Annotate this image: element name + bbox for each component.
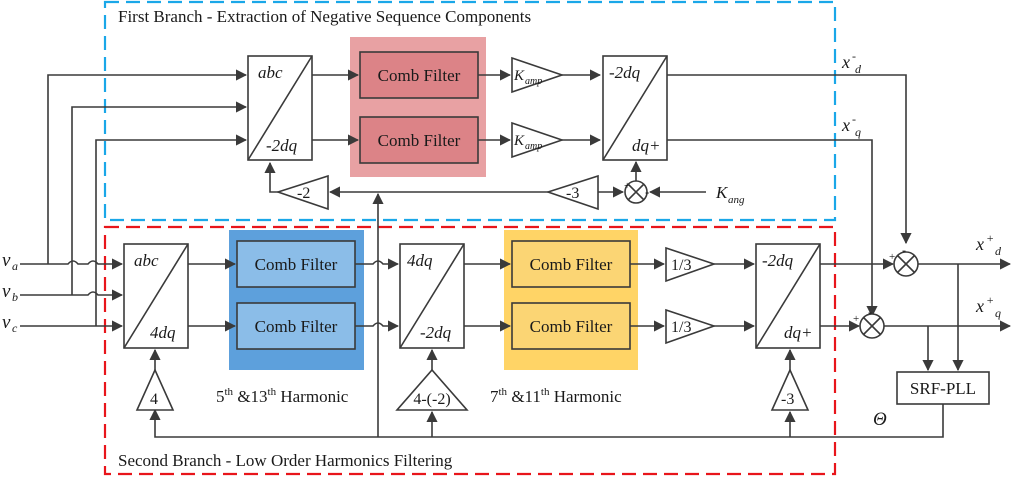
svg-text:c: c: [12, 321, 18, 335]
svg-text:x: x: [841, 52, 850, 72]
svg-text:d: d: [855, 62, 862, 76]
transform-abc-neg2dq: abc -2dq: [247, 55, 313, 161]
summing-junction-q: - +: [853, 305, 885, 339]
transform-abc-4dq: abc 4dq: [123, 243, 189, 349]
svg-text:Comb Filter: Comb Filter: [530, 317, 613, 336]
svg-text:+: +: [889, 251, 895, 263]
svg-text:v: v: [2, 312, 11, 333]
svg-text:a: a: [12, 259, 18, 273]
gain-neg3-second: -3: [770, 368, 810, 411]
svg-text:dq+: dq+: [632, 136, 660, 155]
comb-filter-red-2: Comb Filter: [359, 116, 479, 164]
transform-4dq-neg2dq: 4dq -2dq: [399, 243, 465, 349]
harmonic-label-7-11: 7th &11th Harmonic: [490, 386, 622, 406]
summing-junction-angle: + -: [624, 180, 649, 204]
svg-text:1/3: 1/3: [671, 319, 691, 336]
svg-text:-2dq: -2dq: [266, 136, 298, 155]
svg-text:ang: ang: [728, 194, 745, 206]
svg-text:+: +: [853, 313, 859, 325]
svg-text:v: v: [2, 281, 11, 302]
svg-text:abc: abc: [134, 251, 159, 270]
svg-text:x: x: [975, 296, 984, 316]
svg-text:Comb Filter: Comb Filter: [255, 317, 338, 336]
svg-text:4dq: 4dq: [407, 251, 433, 270]
svg-text:-2dq: -2dq: [420, 323, 452, 342]
output-pos-d: x + d: [975, 231, 1002, 258]
svg-text:-2: -2: [297, 185, 310, 202]
harmonic-label-5-13: 5th &13th Harmonic: [216, 386, 349, 406]
svg-text:4-(-2): 4-(-2): [413, 391, 450, 408]
gain-neg2: -2: [275, 174, 329, 211]
gain-kamp-2: K amp: [511, 121, 565, 159]
comb-filter-blue-1: Comb Filter: [236, 240, 356, 288]
first-branch-border: [103, 0, 837, 222]
gain-4: 4: [135, 368, 175, 411]
comb-filter-red-1: Comb Filter: [359, 51, 479, 99]
svg-text:q: q: [995, 306, 1001, 320]
svg-text:K: K: [513, 133, 525, 149]
svg-text:Comb Filter: Comb Filter: [378, 66, 461, 85]
comb-filter-yellow-2: Comb Filter: [511, 302, 631, 350]
output-neg-q: x - q: [841, 112, 861, 139]
gain-4-minus-neg2: 4-(-2): [395, 368, 469, 411]
svg-text:+: +: [986, 293, 994, 307]
gain-kamp-1: K amp: [511, 56, 565, 94]
svg-text:Comb Filter: Comb Filter: [378, 131, 461, 150]
summing-junction-d: - +: [889, 243, 919, 277]
svg-text:abc: abc: [258, 63, 283, 82]
svg-text:K: K: [513, 68, 525, 84]
svg-text:5th &13th Harmonic: 5th &13th Harmonic: [216, 386, 349, 406]
output-pos-q: x + q: [975, 293, 1001, 320]
comb-filter-yellow-1: Comb Filter: [511, 240, 631, 288]
svg-text:SRF-PLL: SRF-PLL: [910, 379, 976, 398]
svg-text:-3: -3: [566, 185, 579, 202]
svg-text:-: -: [902, 243, 906, 257]
svg-text:7th &11th Harmonic: 7th &11th Harmonic: [490, 386, 622, 406]
transform-neg2dq-dqplus: -2dq dq+: [602, 55, 668, 161]
kang-input: K ang: [715, 183, 745, 206]
input-wiring: [20, 69, 248, 332]
second-branch-title: Second Branch - Low Order Harmonics Filt…: [118, 451, 453, 470]
svg-text:amp: amp: [525, 76, 542, 87]
svg-text:-: -: [852, 112, 856, 126]
theta-label: Θ: [873, 409, 887, 430]
svg-text:-2dq: -2dq: [762, 251, 794, 270]
svg-text:K: K: [715, 183, 729, 202]
svg-text:v: v: [2, 250, 11, 271]
svg-text:+: +: [624, 180, 630, 192]
svg-text:b: b: [12, 290, 18, 304]
second-branch-border: [103, 225, 837, 476]
gain-one-third-1: 1/3: [665, 246, 717, 283]
svg-text:-: -: [645, 184, 649, 199]
svg-text:4: 4: [150, 391, 158, 408]
svg-text:x: x: [975, 234, 984, 254]
svg-text:x: x: [841, 115, 850, 135]
output-neg-d: x - d: [841, 49, 862, 76]
transform-neg2dq-dqplus-2: -2dq dq+: [755, 243, 821, 349]
svg-text:-3: -3: [781, 391, 794, 408]
svg-text:Comb Filter: Comb Filter: [530, 255, 613, 274]
svg-text:-2dq: -2dq: [609, 63, 641, 82]
svg-text:+: +: [986, 231, 994, 245]
svg-text:Comb Filter: Comb Filter: [255, 255, 338, 274]
svg-text:d: d: [995, 244, 1002, 258]
svg-text:1/3: 1/3: [671, 257, 691, 274]
first-branch-title: First Branch - Extraction of Negative Se…: [118, 7, 531, 26]
srf-pll-block: SRF-PLL: [896, 371, 990, 405]
svg-text:amp: amp: [525, 141, 542, 152]
svg-text:-: -: [852, 49, 856, 63]
gain-one-third-2: 1/3: [665, 308, 717, 345]
svg-text:q: q: [855, 125, 861, 139]
svg-text:-: -: [868, 305, 872, 319]
gain-neg3-angle: -3: [545, 174, 599, 211]
svg-text:dq+: dq+: [784, 323, 812, 342]
comb-filter-blue-2: Comb Filter: [236, 302, 356, 350]
svg-text:4dq: 4dq: [150, 323, 176, 342]
